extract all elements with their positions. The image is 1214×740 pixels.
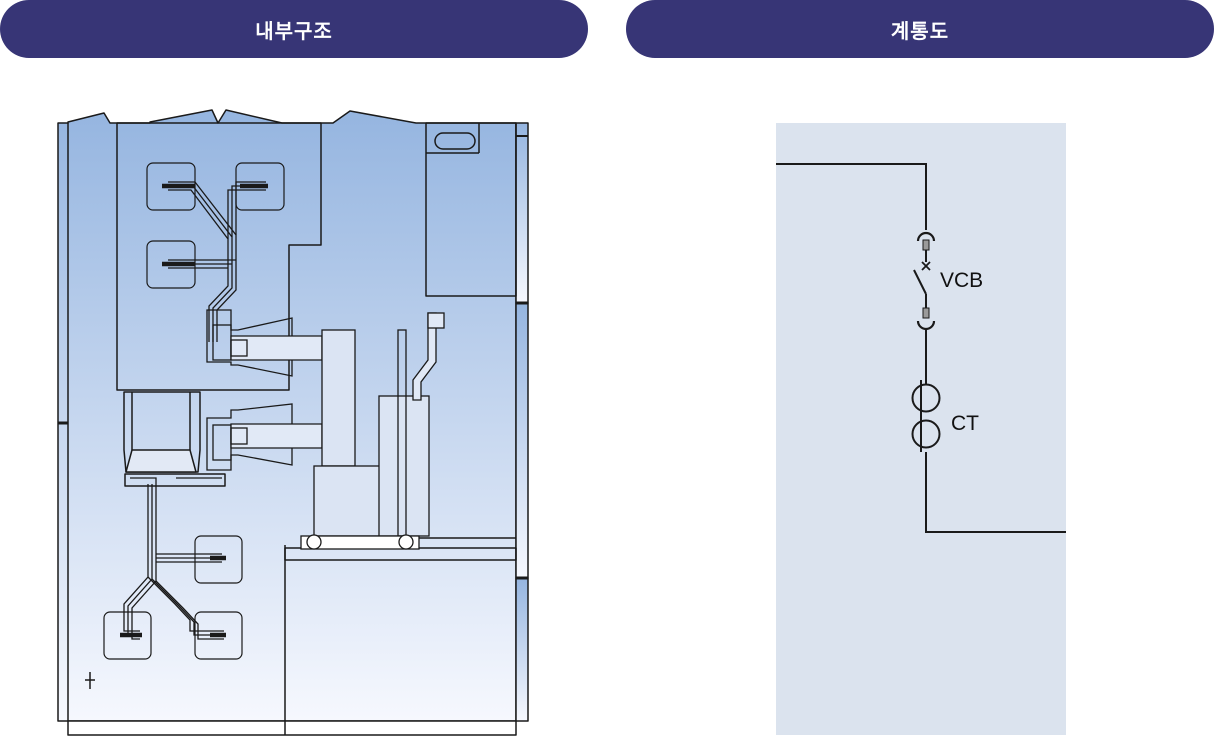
truck-wheel-left — [306, 534, 322, 550]
tab-internal-structure[interactable]: 내부구조 — [0, 0, 588, 58]
low-voltage-compartment — [425, 122, 517, 297]
circuit-breaker-truck — [206, 309, 445, 550]
cabinet-base — [67, 720, 517, 736]
upper-spout — [206, 309, 293, 377]
incoming-bus-line — [776, 163, 927, 230]
cabinet-outer-body — [57, 109, 517, 722]
right-side-panel-bot — [515, 577, 529, 722]
earth-symbol-icon — [85, 672, 95, 689]
breaker-pole-column — [321, 329, 356, 467]
upper-disconnect-contact — [916, 231, 936, 242]
current-transformer-icon — [911, 380, 941, 452]
breaker-operating-unit — [378, 395, 430, 537]
right-side-panel-mid — [515, 302, 529, 579]
cable-box-1 — [194, 535, 243, 584]
cable-conductors — [103, 477, 243, 660]
outgoing-feeder-line — [925, 452, 1066, 533]
busbar-conductors — [146, 162, 285, 342]
vcb-label: VCB — [940, 269, 983, 292]
truck-wheel-right — [398, 534, 414, 550]
single-line-diagram — [776, 163, 1066, 533]
lower-spout — [206, 403, 293, 471]
lower-disconnect-contact — [916, 320, 936, 331]
switchgear-cross-section — [57, 109, 529, 736]
current-transformer-body — [123, 391, 201, 473]
ct-label: CT — [951, 412, 979, 435]
busbar-compartment — [116, 122, 322, 391]
ventilation-slot — [434, 132, 476, 150]
breaker-symbol-icon — [913, 261, 931, 295]
breaker-mechanism-box — [313, 465, 382, 537]
tab-single-line-diagram[interactable]: 계통도 — [626, 0, 1214, 58]
right-side-panel-top — [515, 122, 529, 304]
